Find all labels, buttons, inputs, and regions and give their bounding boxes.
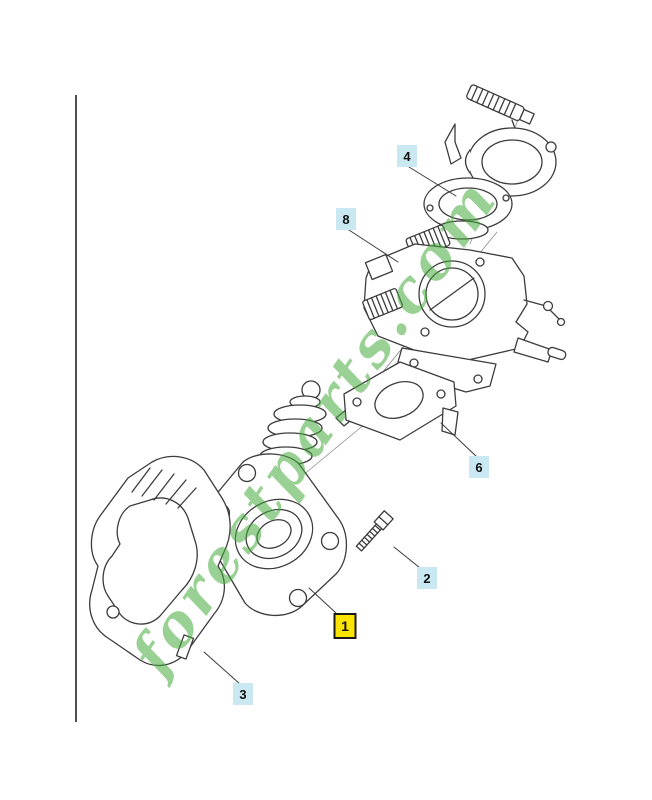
part-callout-4[interactable]: 4 [397,145,417,167]
left-border-line [75,95,77,722]
part-bolt [355,510,394,552]
part-callout-3[interactable]: 3 [233,683,253,705]
part-flange [207,453,348,617]
part-gasket [89,455,231,667]
part-intake-boot [259,380,327,466]
part-callout-1[interactable]: 1 [333,613,357,639]
part-callout-2[interactable]: 2 [417,567,437,589]
part-top-assembly [423,84,557,240]
part-carburetor [335,224,567,427]
part-callout-8[interactable]: 8 [336,208,356,230]
part-spacer [343,361,459,441]
part-callout-6[interactable]: 6 [469,456,489,478]
callout-leader-lines [203,166,478,685]
